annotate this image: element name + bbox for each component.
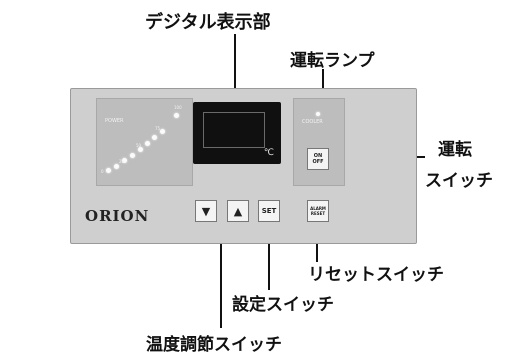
power-led: [152, 135, 157, 140]
temp-switch-callout-label: 温度調節スイッチ: [146, 335, 282, 355]
up-triangle-icon: ▲: [233, 204, 243, 218]
display-callout-label: デジタル表示部: [145, 12, 271, 33]
temperature-unit: ℃: [263, 148, 274, 158]
temp-up-button[interactable]: ▲: [227, 200, 249, 222]
display-leader-line: [234, 34, 236, 105]
set-button-label: SET: [261, 207, 277, 215]
cooler-area: COOLER: [293, 98, 345, 186]
power-scale-label: 75: [155, 126, 161, 131]
power-led: [114, 164, 119, 169]
temp-switch-leader-stem: [220, 242, 222, 328]
power-label: POWER: [105, 118, 124, 124]
set-switch-leader-line: [268, 220, 270, 290]
run-switch-callout-label-line2: スイッチ: [425, 171, 493, 191]
reset-switch-callout-label: リセットスイッチ: [308, 265, 444, 285]
on-label: ON: [313, 153, 323, 159]
power-led: [174, 113, 179, 118]
run-lamp: [316, 112, 320, 116]
run-lamp-callout-label: 運転ランプ: [290, 51, 375, 71]
alarm-reset-button-label: ALARM RESET: [310, 206, 326, 216]
on-off-button[interactable]: ON OFF: [307, 148, 329, 170]
power-led: [138, 147, 143, 152]
display-screen: [203, 112, 265, 148]
power-meter-area: POWER 0 25 50 75 100: [96, 98, 193, 186]
reset-label: RESET: [310, 211, 326, 216]
power-scale-label: 50: [136, 143, 142, 148]
power-led: [130, 153, 135, 158]
power-led: [122, 158, 127, 163]
run-switch-callout-label-line1: 運転: [438, 140, 472, 160]
set-button[interactable]: SET: [258, 200, 280, 222]
power-scale-label: 25: [119, 159, 125, 164]
power-scale-label: 100: [174, 105, 182, 110]
run-lamp-leader-line: [322, 69, 324, 105]
power-led: [106, 168, 111, 173]
temp-down-button[interactable]: ▼: [195, 200, 217, 222]
on-off-button-label: ON OFF: [312, 153, 323, 165]
off-label: OFF: [312, 159, 324, 165]
alarm-label: ALARM: [310, 206, 326, 211]
down-triangle-icon: ▼: [201, 204, 211, 218]
alarm-reset-button[interactable]: ALARM RESET: [307, 200, 329, 222]
power-led: [145, 141, 150, 146]
brand-logo: ORION: [85, 207, 150, 225]
digital-display: ℃: [193, 102, 281, 164]
control-panel: POWER 0 25 50 75 100 ℃ COOLER ORION ▼ ▲ …: [70, 88, 417, 244]
power-led: [160, 129, 165, 134]
set-switch-callout-label: 設定スイッチ: [232, 295, 334, 315]
cooler-label: COOLER: [302, 119, 323, 125]
power-scale-label: 0: [101, 169, 104, 174]
